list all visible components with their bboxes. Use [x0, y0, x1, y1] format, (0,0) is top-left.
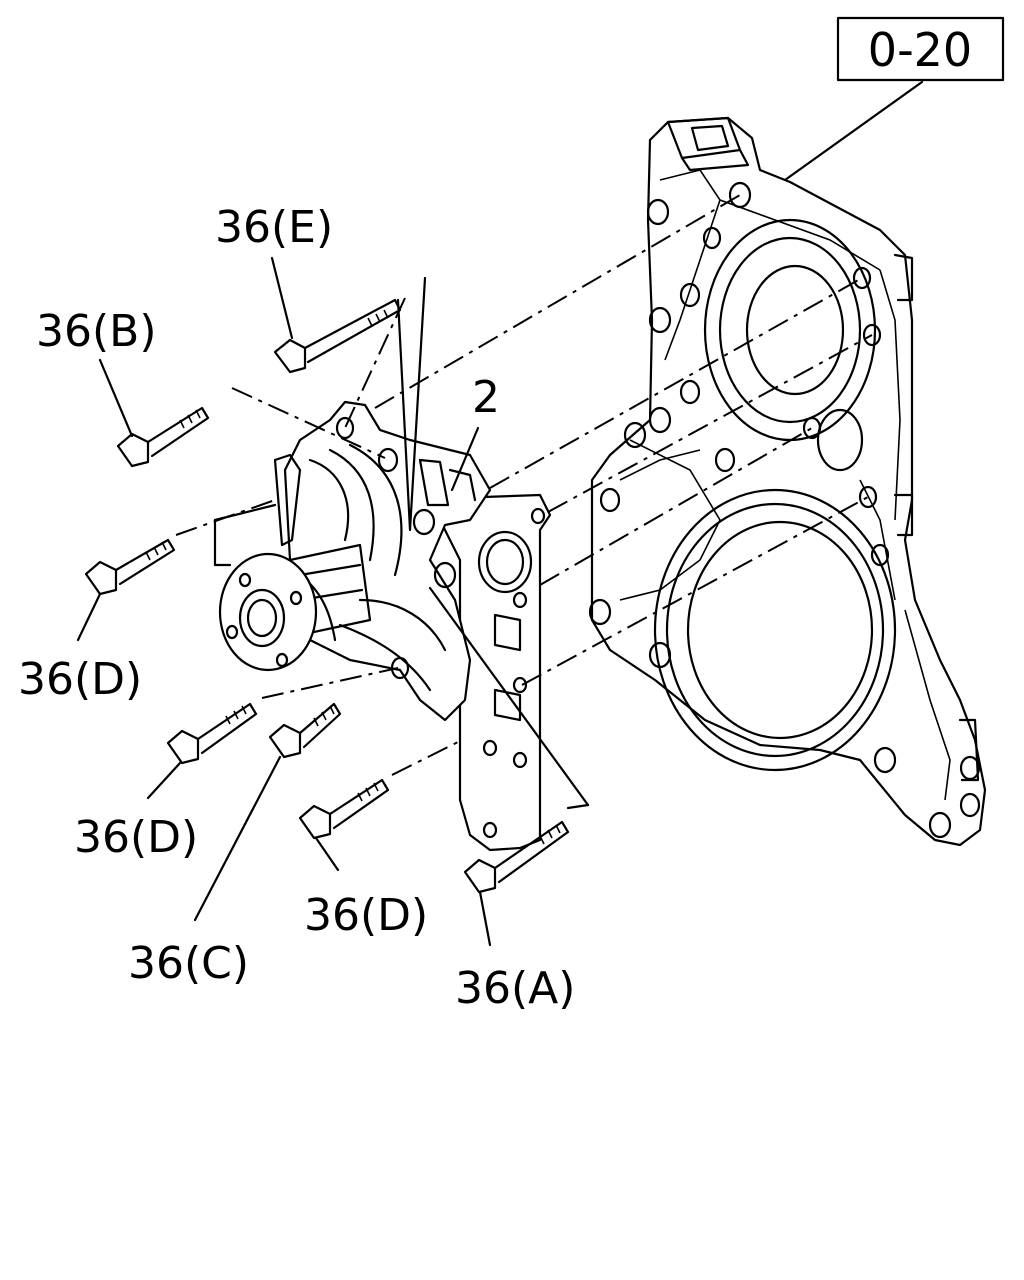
label-36e: 36(E): [215, 202, 333, 253]
bolt-c[interactable]: [268, 702, 342, 759]
bolt-b[interactable]: [116, 406, 210, 468]
label-36c: 36(C): [128, 938, 249, 989]
label-36d-left: 36(D): [18, 654, 142, 705]
reference-box-label: 0-20: [868, 23, 972, 77]
label-36a: 36(A): [455, 963, 575, 1014]
reference-leader-line: [783, 80, 924, 182]
bolt-a[interactable]: [463, 820, 570, 894]
bolt-d3[interactable]: [298, 778, 390, 840]
leader-lines: [76, 256, 590, 947]
label-36d-lower: 36(D): [304, 890, 428, 941]
label-part-2: 2: [472, 372, 500, 423]
assembly-lines: [175, 194, 873, 776]
bolt-e[interactable]: [273, 298, 402, 374]
bolt-d2[interactable]: [166, 702, 258, 765]
label-36d-middle: 36(D): [74, 812, 198, 863]
label-36b: 36(B): [36, 306, 157, 357]
gear-case-cover: [588, 116, 987, 847]
bolt-d1[interactable]: [84, 538, 176, 596]
water-pump: [213, 400, 552, 852]
reference-box[interactable]: 0-20: [836, 16, 1005, 82]
